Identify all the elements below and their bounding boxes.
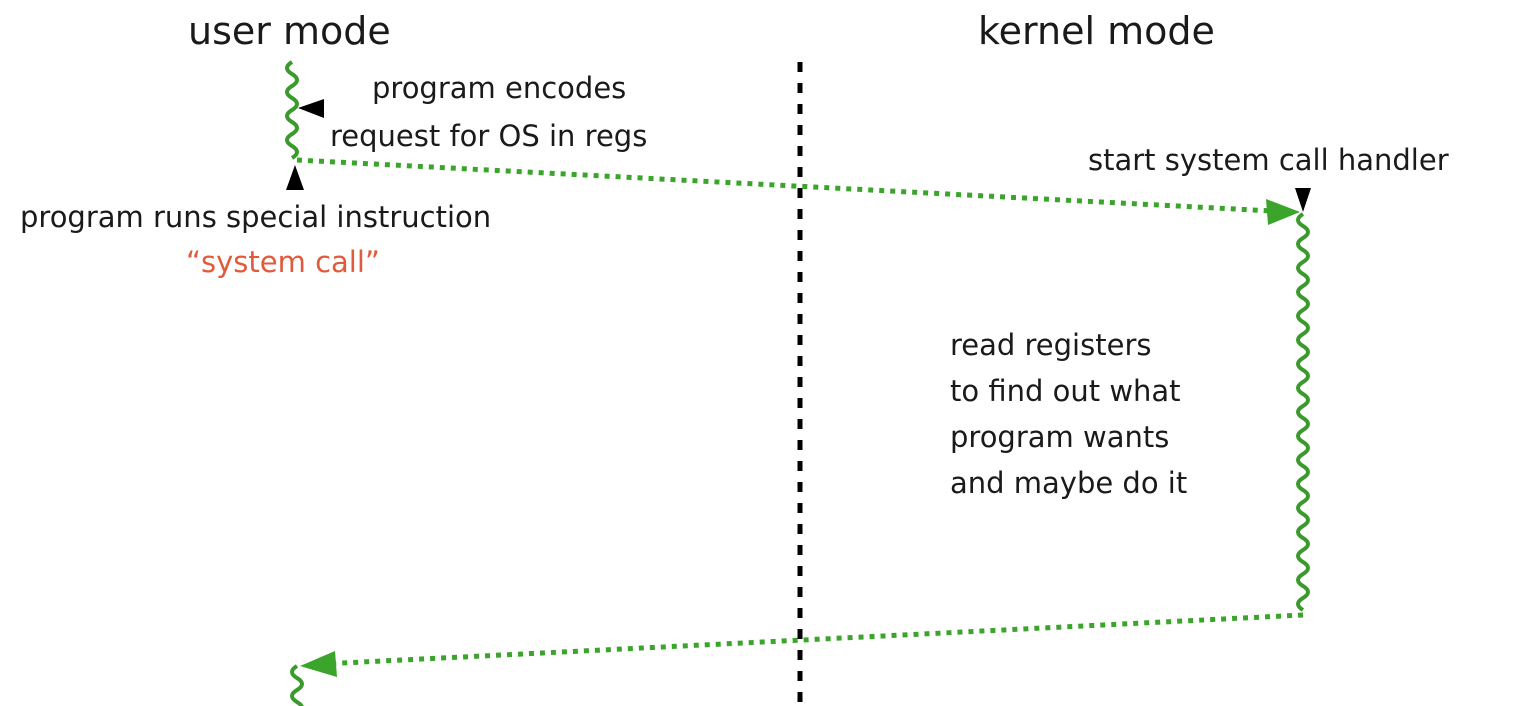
user-thread-top (285, 60, 299, 160)
user-thread-bottom (290, 664, 304, 706)
handler-work-line: and maybe do it (950, 466, 1188, 500)
special-instruction-label: program runs special instruction (20, 200, 492, 234)
kernel-mode-heading: kernel mode (978, 9, 1215, 53)
encode-pointer (298, 99, 324, 118)
encode-label-line2: request for OS in regs (330, 119, 648, 153)
return-arrowhead (300, 651, 337, 677)
handler-work-line: program wants (950, 420, 1170, 454)
handler-work-line: read registers (950, 328, 1152, 362)
user-mode-heading: user mode (188, 9, 391, 53)
handler-pointer (1295, 188, 1311, 212)
encode-label-line1: program encodes (372, 71, 627, 105)
trap-arrowhead (1266, 199, 1300, 225)
handler-work-label: read registers to find out what program … (950, 322, 1187, 506)
kernel-thread (1296, 212, 1310, 612)
instruction-pointer (286, 165, 304, 190)
handler-start-label: start system call handler (1088, 143, 1449, 177)
trap-arrow (296, 157, 1293, 215)
handler-work-line: to find out what (950, 374, 1181, 408)
syscall-label: “system call” (186, 245, 380, 279)
return-arrow (321, 612, 1304, 667)
